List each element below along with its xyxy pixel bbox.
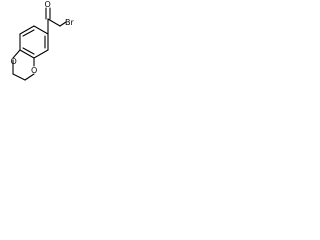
aromatic-double-bond	[22, 47, 35, 55]
ring-oxygen-top-label: O	[11, 57, 17, 66]
ring-bond	[19, 49, 35, 59]
bromine-label: Br	[65, 18, 74, 27]
ring-bond	[19, 25, 35, 35]
chemical-structure-diagram: O Br O O	[11, 0, 74, 81]
ring-bond	[33, 49, 49, 59]
dioxane-bond	[24, 73, 35, 81]
carbonyl-oxygen-label: O	[45, 0, 51, 9]
ring-bond	[33, 25, 49, 35]
dioxane-bond	[12, 49, 21, 59]
bond-ch2-to-br	[59, 21, 67, 27]
ring-oxygen-bottom-label: O	[31, 66, 37, 75]
aromatic-double-bond	[22, 29, 35, 37]
bond-carbonyl-to-ch2	[47, 18, 61, 27]
structure-canvas: O Br O O	[0, 0, 82, 96]
dioxane-bond	[12, 73, 26, 81]
